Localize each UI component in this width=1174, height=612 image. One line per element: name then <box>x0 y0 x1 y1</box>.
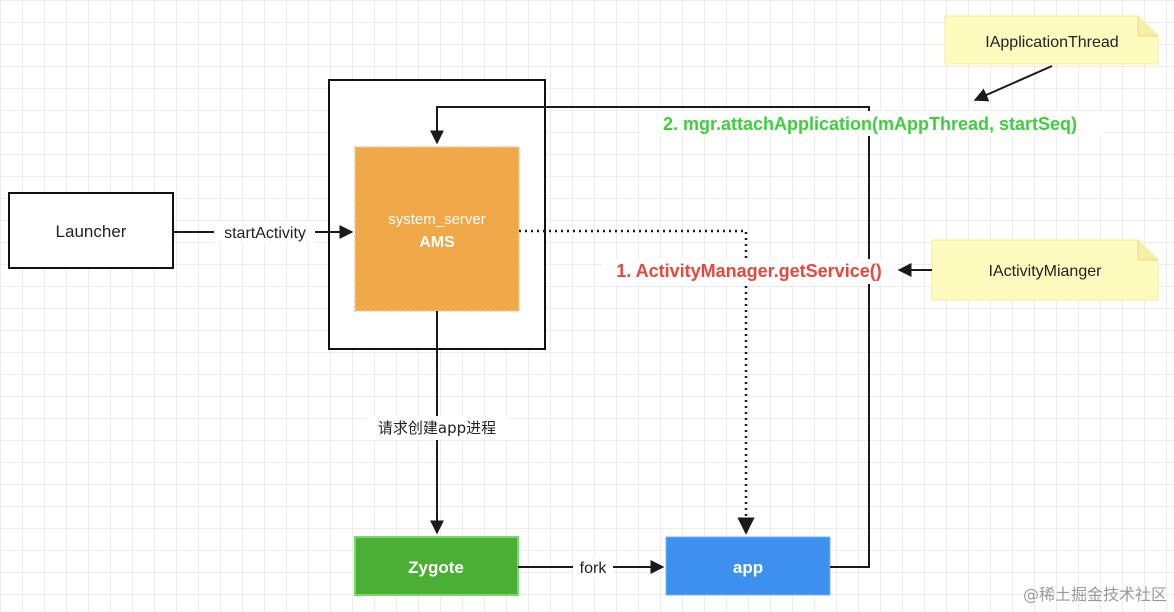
zygote-label: Zygote <box>408 558 464 577</box>
request-process-label-bg <box>366 416 509 440</box>
step2-label: 2. mgr.attachApplication(mAppThread, sta… <box>663 114 1077 134</box>
app-node[interactable] <box>665 536 831 596</box>
step2-label-bg <box>640 111 1102 136</box>
ams-node[interactable] <box>354 146 520 312</box>
iactivitymanager-label: IActivityMianger <box>989 263 1103 280</box>
fork-label: fork <box>580 560 608 577</box>
ams-label-line2: AMS <box>419 234 455 251</box>
start-activity-label-bg <box>214 221 315 243</box>
ams-label-line1: system_server <box>388 211 486 228</box>
watermark-text: @稀土掘金技术社区 <box>1023 585 1167 604</box>
start-activity-label: startActivity <box>224 225 306 242</box>
attach-application-edge <box>430 106 870 568</box>
fork-label-bg <box>573 557 613 578</box>
step1-label: 1. ActivityManager.getService() <box>616 261 881 281</box>
iapplicationthread-pointer <box>973 65 1053 102</box>
iapplicationthread-note <box>944 15 1159 65</box>
launcher-label: Launcher <box>56 222 127 241</box>
request-process-label: 请求创建app进程 <box>378 419 496 437</box>
iactivitymanager-note <box>931 239 1159 301</box>
step1-label-bg <box>602 259 897 284</box>
iactivitymanager-note-fold <box>1137 240 1158 261</box>
iapplicationthread-note-fold <box>1137 16 1158 37</box>
zygote-node[interactable] <box>354 536 519 596</box>
app-label: app <box>733 558 763 577</box>
launcher-node[interactable] <box>8 192 174 269</box>
iapplicationthread-label: IApplicationThread <box>985 34 1118 51</box>
